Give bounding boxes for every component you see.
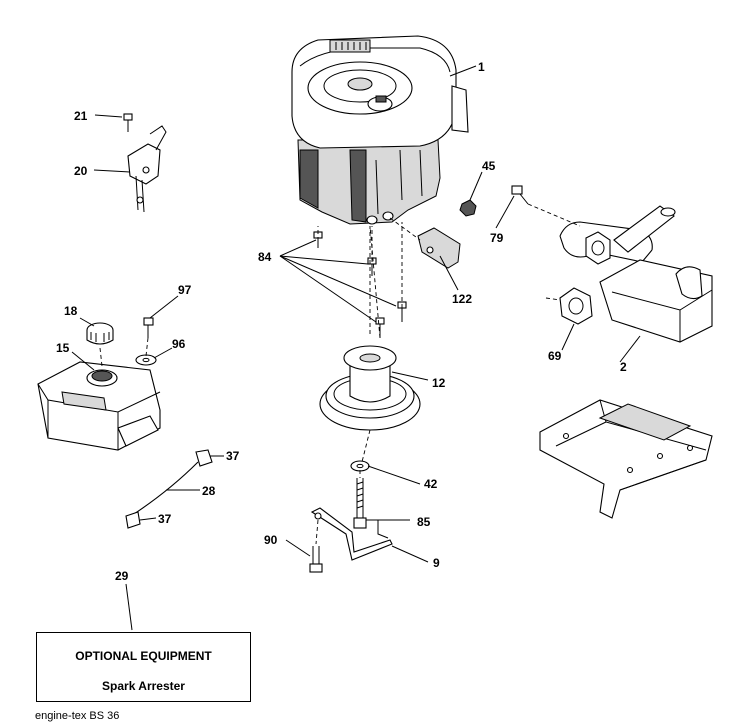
- throttle-control-part: [123, 113, 167, 213]
- engine-pulley-part: [319, 345, 421, 472]
- engine-mount-bolts-part: [313, 231, 407, 338]
- callout-79: 79: [490, 231, 504, 245]
- callout-42: 42: [424, 477, 438, 491]
- callout-69: 69: [548, 349, 562, 363]
- callout-90: 90: [264, 533, 278, 547]
- pulley-bolt-part: [353, 478, 367, 529]
- optional-equipment-title: OPTIONAL EQUIPMENT: [75, 649, 212, 663]
- callout-21: 21: [74, 109, 88, 123]
- callout-85: 85: [417, 515, 431, 529]
- diagram-reference-code: engine-tex BS 36: [35, 710, 120, 722]
- nut-part: [459, 199, 477, 217]
- callout-97: 97: [178, 283, 192, 297]
- assembly-lines: [99, 203, 581, 545]
- callout-1: 1: [478, 60, 485, 74]
- callout-2: 2: [620, 360, 627, 374]
- callout-28: 28: [202, 484, 216, 498]
- callout-12: 12: [432, 376, 446, 390]
- callout-37-lower: 37: [158, 512, 172, 526]
- callout-84: 84: [258, 250, 272, 264]
- callout-122: 122: [452, 292, 473, 306]
- optional-equipment-box: OPTIONAL EQUIPMENT Spark Arrester: [36, 632, 251, 702]
- bracket-part: [309, 507, 393, 573]
- heat-shield-part: [417, 227, 461, 269]
- bolt-part: [511, 185, 529, 205]
- frame-part: [539, 399, 713, 519]
- callout-37-upper: 37: [226, 449, 240, 463]
- callout-96: 96: [172, 337, 186, 351]
- callout-9: 9: [433, 556, 440, 570]
- callout-15: 15: [56, 341, 70, 355]
- callout-45: 45: [482, 159, 496, 173]
- optional-equipment-item: Spark Arrester: [102, 679, 185, 693]
- leader-lines: [71, 65, 641, 631]
- fuel-tank-part: [37, 317, 161, 451]
- callout-18: 18: [64, 304, 78, 318]
- muffler-part: [559, 205, 713, 343]
- callout-20: 20: [74, 164, 88, 178]
- engine-part: [291, 35, 469, 225]
- fuel-line-part: [125, 449, 213, 529]
- callout-29: 29: [115, 569, 129, 583]
